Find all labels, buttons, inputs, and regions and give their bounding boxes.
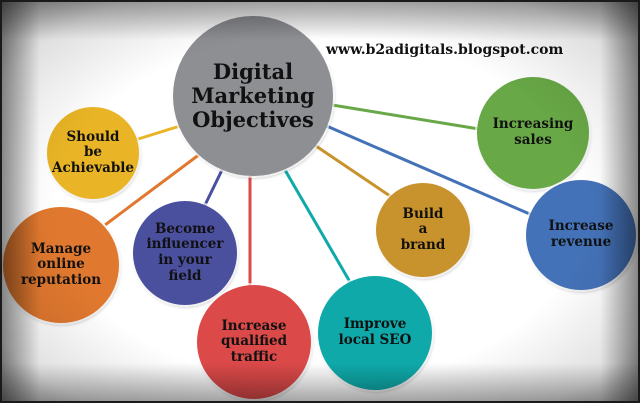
- watermark-url: www.b2adigitals.blogspot.com: [326, 42, 564, 58]
- connector-line-manage-online-reputation: [104, 152, 201, 227]
- center-node-label: Digital Marketing Objectives: [191, 58, 315, 133]
- node-become-influencer: Become influencer in your field: [133, 201, 237, 305]
- node-label: Increasing sales: [492, 116, 574, 148]
- node-increase-qualified-traffic: Increase qualified traffic: [197, 285, 311, 399]
- connector-line-increase-revenue: [321, 122, 533, 217]
- node-increase-revenue: Increase revenue: [526, 180, 636, 290]
- connector-line-increasing-sales: [325, 102, 480, 131]
- connector-line-become-influencer: [203, 169, 224, 206]
- node-label: Become influencer in your field: [146, 220, 224, 284]
- connector-line-should-be-achievable: [134, 124, 181, 142]
- connector-line-build-a-brand: [309, 140, 394, 200]
- node-label: Improve local SEO: [338, 316, 412, 348]
- node-label: Increase qualified traffic: [220, 317, 288, 365]
- node-increasing-sales: Increasing sales: [477, 77, 589, 189]
- node-label: Should be Achievable: [52, 128, 134, 176]
- connector-line-improve-local-seo: [283, 169, 352, 283]
- node-label: Manage online reputation: [20, 240, 102, 288]
- node-label: Increase revenue: [548, 218, 614, 250]
- node-manage-online-reputation: Manage online reputation: [3, 207, 119, 323]
- node-build-a-brand: Build a brand: [376, 183, 470, 277]
- node-label: Build a brand: [400, 205, 446, 253]
- center-node-digital-marketing-objectives: Digital Marketing Objectives: [173, 16, 333, 176]
- node-improve-local-seo: Improve local SEO: [318, 276, 432, 390]
- node-should-be-achievable: Should be Achievable: [47, 107, 139, 199]
